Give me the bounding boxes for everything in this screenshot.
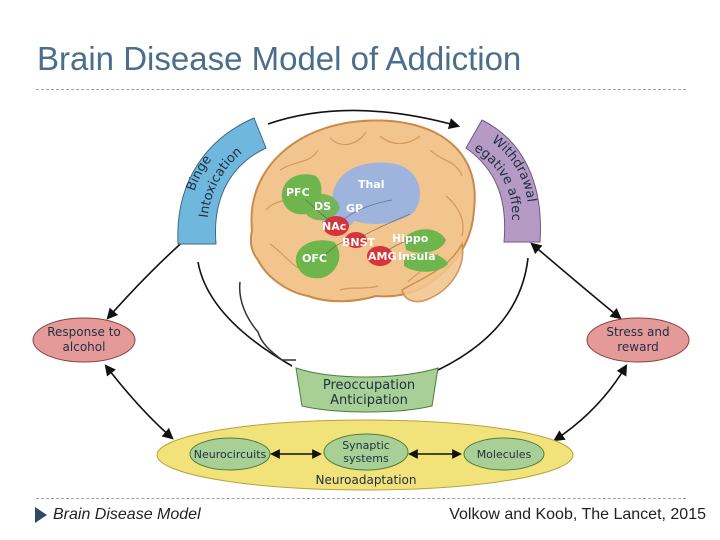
neuroadaptation-band: Neurocircuits Synaptic systems Molecules… [156, 419, 574, 491]
insula-region [404, 253, 448, 272]
stage-preoccupation-anticipation: Preoccupation Anticipation [295, 367, 439, 413]
preoccupation-label-line1: Preoccupation [323, 378, 415, 393]
arrow-response-neuro [104, 364, 174, 440]
ds-region [306, 193, 340, 221]
node-stress-and-reward: Stress and reward [586, 317, 690, 363]
footer-bullet-icon [35, 507, 47, 523]
slide-title: Brain Disease Model of Addiction [37, 40, 522, 77]
footer-divider [36, 498, 686, 499]
node-response-to-alcohol: Response to alcohol [32, 317, 136, 363]
hippocampus-region [404, 229, 446, 253]
label-nac: NAc [322, 220, 346, 233]
label-insula: Insula [398, 250, 436, 263]
binge-arc-shape [177, 117, 267, 245]
label-hippo: Hippo [392, 232, 429, 245]
cerebellum [401, 241, 464, 303]
ofc-region [295, 240, 340, 279]
label-ofc: OFC [302, 252, 327, 265]
label-thal: Thal [358, 178, 385, 191]
pathway-lines [305, 199, 415, 259]
preoccupation-banner [295, 367, 439, 413]
response-label-line1: Response to [47, 325, 121, 339]
label-amg: AMG [368, 250, 397, 263]
head-and-brain-illustration: PFC Thal DS GP NAc BNST Hippo OFC AMG In… [238, 119, 476, 361]
footer-citation: Volkow and Koob, The Lancet, 2015 [449, 506, 706, 523]
stress-label-line2: reward [617, 340, 659, 354]
synaptic-label-line2: systems [343, 452, 389, 465]
label-pfc: PFC [286, 186, 310, 199]
label-gp: GP [346, 202, 363, 215]
stress-label-line1: Stress and [606, 325, 669, 339]
label-ds: DS [314, 200, 331, 213]
head-outline [238, 281, 296, 361]
outer-cycle-ring [197, 109, 529, 371]
synaptic-label-line1: Synaptic [342, 439, 390, 452]
label-bnst: BNST [342, 236, 376, 249]
withdrawal-arc-shape [465, 119, 541, 243]
arrow-stress-neuro [553, 364, 628, 442]
node-synaptic-systems [323, 433, 409, 471]
neuroadaptation-label: Neuroadaptation [316, 473, 417, 487]
footer-caption: Brain Disease Model [53, 506, 201, 523]
preoccupation-label-line2: Anticipation [330, 393, 408, 408]
arrow-withdrawal-stress [530, 242, 622, 320]
response-label-line2: alcohol [63, 340, 106, 354]
title-divider [36, 89, 686, 90]
molecules-label: Molecules [477, 448, 532, 461]
node-neurocircuits [189, 437, 271, 471]
neurocircuits-label: Neurocircuits [194, 448, 267, 461]
addiction-cycle-diagram: Binge Intoxication Withdrawal Negative a… [0, 96, 690, 491]
node-molecules [463, 437, 545, 471]
